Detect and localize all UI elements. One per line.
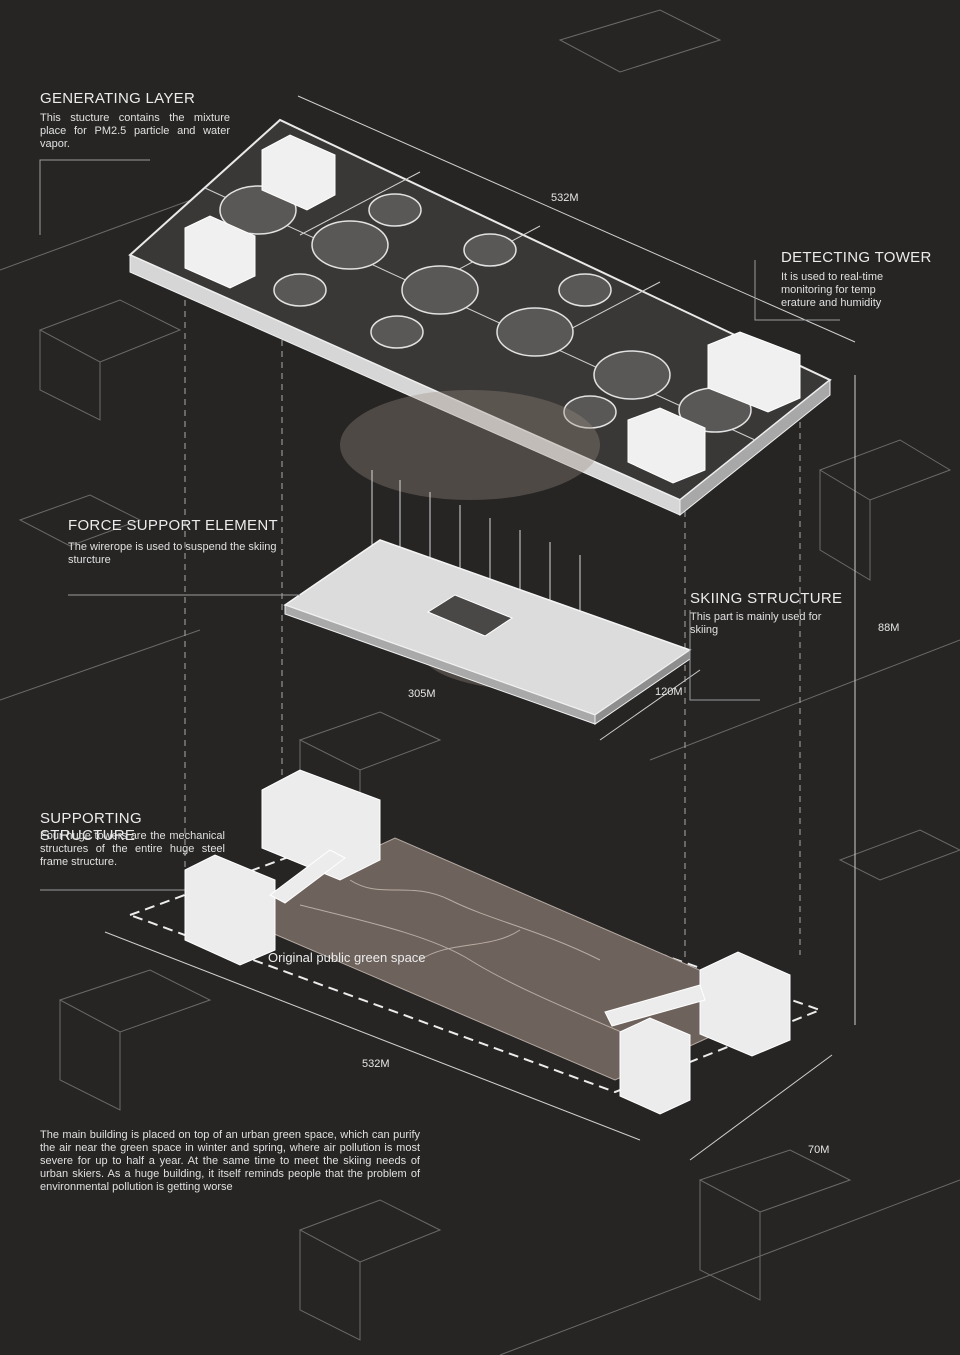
street-line xyxy=(649,639,960,761)
fan xyxy=(463,233,517,267)
fans xyxy=(219,185,752,433)
city-block xyxy=(699,1180,761,1301)
alignment-lines xyxy=(184,300,801,960)
roof-tower xyxy=(627,407,706,484)
tower-bridge xyxy=(269,849,346,904)
grid-line xyxy=(299,171,421,236)
dimension-line-base-width xyxy=(689,1054,833,1161)
fan xyxy=(401,265,479,315)
fan xyxy=(219,185,297,235)
city-block xyxy=(558,9,722,73)
support-tower xyxy=(619,1017,691,1115)
city-block xyxy=(39,330,101,421)
leader-lines xyxy=(39,159,840,891)
roof-tower xyxy=(184,215,256,289)
tower-bridge xyxy=(604,984,706,1027)
fan xyxy=(496,307,574,357)
skiing-structure-text: This part is mainly used for skiing xyxy=(690,611,822,636)
city-block xyxy=(58,969,212,1033)
city-block xyxy=(299,1230,361,1341)
city-block xyxy=(819,470,871,581)
project-description: The main building is placed on top of an… xyxy=(40,1129,420,1193)
generating-layer-side xyxy=(679,378,831,517)
force-support-title: FORCE SUPPORT ELEMENT xyxy=(68,517,278,534)
street-line xyxy=(499,1179,960,1355)
green-path xyxy=(299,904,641,1041)
city-block xyxy=(18,494,142,547)
supporting-structure-title: SUPPORTING STRUCTURE xyxy=(40,810,142,844)
detecting-tower-title: DETECTING TOWER xyxy=(781,249,932,266)
city-block xyxy=(38,299,182,363)
skiing-structure xyxy=(283,539,692,725)
particle-haze xyxy=(340,390,600,500)
dimension-lines xyxy=(104,95,856,1161)
green-space-label: Original public green space xyxy=(268,950,426,965)
fan xyxy=(563,395,617,429)
site-boundary xyxy=(127,838,823,1094)
fan xyxy=(370,315,424,349)
skiing-opening xyxy=(426,594,514,637)
grid-line xyxy=(204,187,756,441)
top-length-dimension: 532M xyxy=(551,192,579,204)
force-support-text: The wirerope is used to suspend the skii… xyxy=(68,541,277,566)
city-block xyxy=(298,1199,442,1263)
ski-length-dimension: 305M xyxy=(408,688,436,700)
generating-layer xyxy=(128,118,832,517)
roof-tower xyxy=(261,134,336,211)
city-block xyxy=(818,439,952,501)
supporting-structure-text: Four huge towers are the mechanical stru… xyxy=(40,830,225,868)
city-block xyxy=(59,1000,121,1111)
fan xyxy=(558,273,612,307)
city-background xyxy=(0,9,960,1355)
city-block xyxy=(838,829,960,881)
roof-tower xyxy=(707,331,801,413)
base-length-dimension: 532M xyxy=(362,1058,390,1070)
support-tower xyxy=(261,769,381,881)
support-tower xyxy=(699,951,791,1057)
detecting-tower-text: It is used to real-time monitoring for t… xyxy=(781,271,884,309)
fan xyxy=(273,273,327,307)
roof-towers xyxy=(184,134,801,484)
generating-layer-title: GENERATING LAYER xyxy=(40,90,196,107)
leader-generating xyxy=(39,159,150,235)
dimension-line-top xyxy=(297,95,856,343)
leader-detecting xyxy=(754,260,840,321)
support-towers xyxy=(184,769,791,1115)
green-space-paths xyxy=(299,879,641,1041)
fan xyxy=(368,193,422,227)
ski-width-dimension: 120M xyxy=(655,686,683,698)
fan xyxy=(311,220,389,270)
leader-skiing xyxy=(689,610,760,701)
dimension-line-base xyxy=(104,931,641,1141)
street-line xyxy=(0,629,201,701)
support-tower xyxy=(184,854,276,966)
base-width-dimension: 70M xyxy=(808,1144,830,1156)
green-path xyxy=(419,929,521,961)
city-block xyxy=(298,711,442,771)
skiing-structure-title: SKIING STRUCTURE xyxy=(690,590,843,607)
generating-layer-text: This stucture contains the mixture place… xyxy=(40,112,230,150)
fan xyxy=(593,350,671,400)
green-path xyxy=(349,879,601,961)
dimension-line-ski-width xyxy=(599,669,701,741)
height-dimension: 88M xyxy=(878,622,900,634)
city-block xyxy=(698,1149,852,1213)
